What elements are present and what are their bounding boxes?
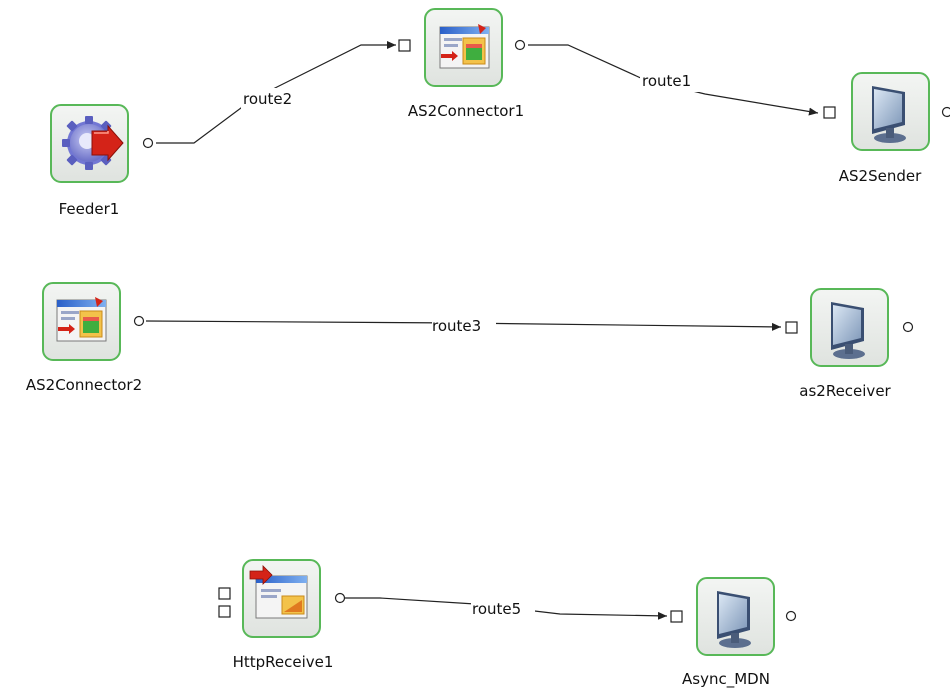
node-as2receiver[interactable]: as2Receiver [785, 288, 914, 400]
edge-label-bg [471, 598, 535, 618]
out-port[interactable] [334, 592, 346, 604]
node-label-as2connector1: AS2Connector1 [408, 102, 524, 120]
edge-route3[interactable]: route3 [145, 315, 782, 335]
node-as2connector1[interactable]: AS2Connector1 [398, 8, 526, 120]
in-port[interactable] [398, 39, 411, 52]
node-feeder1[interactable]: Feeder1 [50, 104, 154, 218]
in-port[interactable] [218, 587, 231, 600]
edge-label-bg [432, 315, 496, 335]
http-receive-window-icon [249, 565, 308, 619]
connector-window-icon [439, 24, 490, 69]
in-port[interactable] [670, 610, 683, 623]
edge-label-route5: route5 [472, 600, 521, 618]
node-httpreceive1[interactable]: HttpReceive1 [218, 559, 346, 671]
out-port[interactable] [785, 610, 797, 622]
node-label-httpreceive1: HttpReceive1 [233, 653, 334, 671]
feeder-gear-icon [62, 116, 124, 170]
node-label-as2receiver: as2Receiver [799, 382, 891, 400]
monitor-icon [831, 302, 865, 359]
monitor-icon [717, 591, 751, 648]
out-port[interactable] [941, 106, 950, 118]
node-label-async-mdn: Async_MDN [682, 670, 770, 689]
edge-label-bg [241, 88, 309, 110]
edge-route2[interactable]: route2 [156, 41, 396, 144]
node-as2connector2[interactable]: AS2Connector2 [26, 282, 145, 394]
node-async-mdn[interactable]: Async_MDN [670, 577, 797, 689]
in-port[interactable] [218, 605, 231, 618]
edge-label-route2: route2 [243, 90, 292, 108]
edge-route5[interactable]: route5 [345, 597, 668, 620]
out-port[interactable] [514, 39, 526, 51]
out-port[interactable] [142, 137, 154, 149]
edge-label-route1: route1 [642, 72, 691, 90]
edge-route1[interactable]: route1 [528, 44, 819, 116]
node-label-as2sender: AS2Sender [839, 167, 922, 185]
out-port[interactable] [902, 321, 914, 333]
node-label-feeder1: Feeder1 [59, 200, 120, 218]
in-port[interactable] [785, 321, 798, 334]
node-label-as2connector2: AS2Connector2 [26, 376, 142, 394]
in-port[interactable] [823, 106, 836, 119]
edge-label-bg [640, 70, 706, 92]
monitor-icon [872, 86, 906, 143]
connector-window-icon [56, 297, 107, 342]
out-port[interactable] [133, 315, 145, 327]
node-as2sender[interactable]: AS2Sender [823, 72, 950, 185]
edge-label-route3: route3 [432, 317, 481, 335]
